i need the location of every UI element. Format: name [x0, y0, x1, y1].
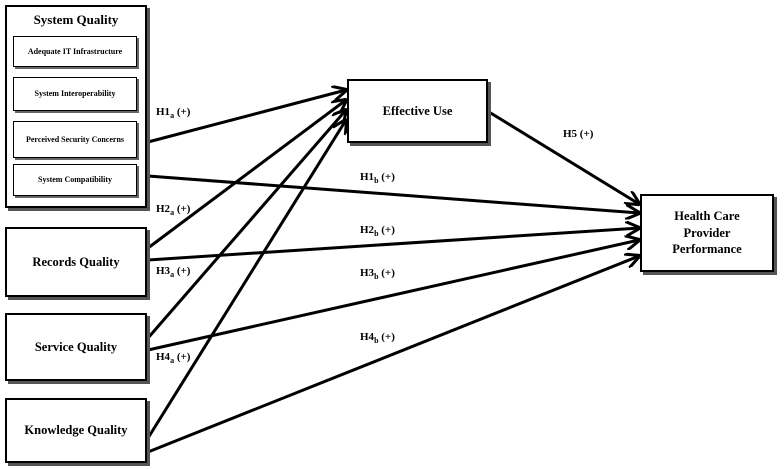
label-h4b: H4b (+) — [360, 331, 395, 346]
label-h4a: H4a (+) — [156, 351, 191, 366]
label-h2a: H2a (+) — [156, 203, 191, 218]
system-quality-title: System Quality — [33, 12, 119, 27]
item-adequate-it-infrastructure: Adequate IT Infrastructure — [13, 36, 137, 67]
item-perceived-security-concerns: Perceived Security Concerns — [13, 121, 137, 158]
arrow-h4b — [147, 256, 639, 454]
item-system-interoperability: System Interoperability — [13, 77, 137, 111]
label-h5: H5 (+) — [563, 128, 594, 140]
records-quality-box: Records Quality — [5, 227, 147, 297]
effective-use-box: Effective Use — [347, 79, 488, 143]
arrow-h4a — [146, 120, 346, 439]
arrow-h2a — [147, 100, 346, 250]
knowledge-quality-box: Knowledge Quality — [5, 398, 147, 463]
arrow-h2b — [147, 228, 639, 262]
label-h3a: H3a (+) — [156, 265, 191, 280]
item-system-compatibility: System Compatibility — [13, 164, 137, 196]
arrow-h5 — [488, 110, 639, 204]
system-quality-box: System Quality Adequate IT Infrastructur… — [5, 5, 147, 208]
arrow-h1a — [147, 90, 346, 144]
arrow-h1b — [147, 174, 639, 213]
arrow-h3a — [146, 110, 346, 339]
performance-box: Health Care Provider Performance — [640, 194, 774, 272]
service-quality-box: Service Quality — [5, 313, 147, 381]
label-h2b: H2b (+) — [360, 224, 395, 239]
label-h1b: H1b (+) — [360, 171, 395, 186]
label-h1a: H1a (+) — [156, 106, 191, 121]
label-h3b: H3b (+) — [360, 267, 395, 282]
arrow-h3b — [147, 240, 639, 352]
